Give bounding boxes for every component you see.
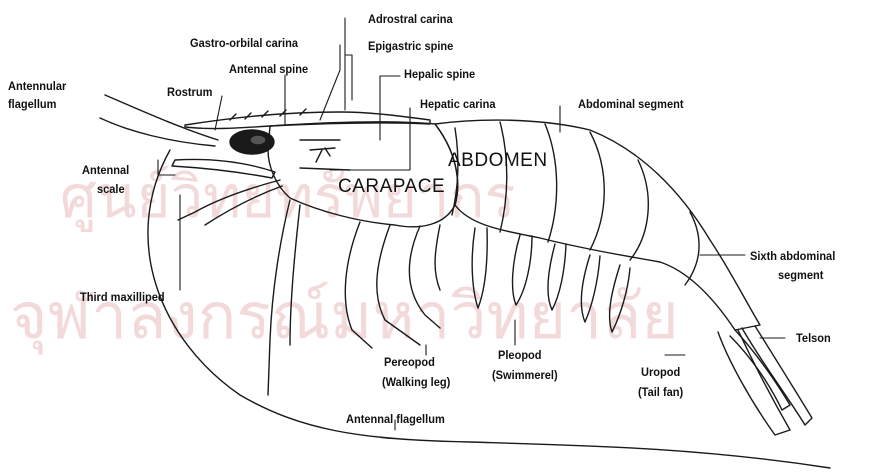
antennal-spine-label: Antennal spine bbox=[229, 62, 308, 77]
antennal-flagellum-label: Antennal flagellum bbox=[346, 412, 445, 427]
antennal-flagellum-line bbox=[148, 150, 830, 468]
third-maxilliped-label: Third maxilliped bbox=[80, 290, 165, 305]
third-maxilliped-shape bbox=[178, 180, 282, 225]
pleopod-legs bbox=[472, 228, 630, 332]
rostrum-label: Rostrum bbox=[167, 85, 212, 100]
carapace-region-label: CARAPACE bbox=[338, 176, 445, 198]
abdomen-region-label: ABDOMEN bbox=[448, 150, 548, 172]
antennular-flagellum-line bbox=[105, 95, 218, 140]
pleopod-label-1: Pleopod bbox=[498, 348, 542, 363]
rostrum-shape bbox=[185, 112, 430, 129]
hepatic-carina-label: Hepatic carina bbox=[420, 97, 495, 112]
pereopod-label-2: (Walking leg) bbox=[382, 375, 450, 390]
sixth-abdominal-segment-label-2: segment bbox=[778, 268, 823, 283]
carapace-shape bbox=[268, 122, 458, 227]
epigastric-spine-label: Epigastric spine bbox=[368, 39, 453, 54]
uropod-shape bbox=[718, 330, 790, 435]
antennal-scale-label-1: Antennal bbox=[82, 163, 129, 178]
telson-label: Telson bbox=[796, 331, 831, 346]
antennal-scale-label-2: scale bbox=[97, 182, 125, 197]
uropod-label-1: Uropod bbox=[641, 365, 680, 380]
abdominal-segment-label: Abdominal segment bbox=[578, 97, 684, 112]
antennular-flagellum-label-2: flagellum bbox=[8, 97, 56, 112]
pleopod-label-2: (Swimmerel) bbox=[492, 368, 558, 383]
hepatic-spine-label: Hepalic spine bbox=[404, 67, 475, 82]
antennular-flagellum-label-1: Antennular bbox=[8, 79, 66, 94]
pereopod-label-1: Pereopod bbox=[384, 355, 435, 370]
telson-shape bbox=[730, 330, 790, 410]
uropod-label-2: (Tail fan) bbox=[638, 385, 683, 400]
adrostral-carina-label: Adrostral carina bbox=[368, 12, 453, 27]
antennal-scale-shape bbox=[172, 160, 275, 179]
gastro-orbital-carina-label: Gastro-orbilal carina bbox=[190, 36, 298, 51]
sixth-abdominal-segment-label-1: Sixth abdominal bbox=[750, 249, 835, 264]
